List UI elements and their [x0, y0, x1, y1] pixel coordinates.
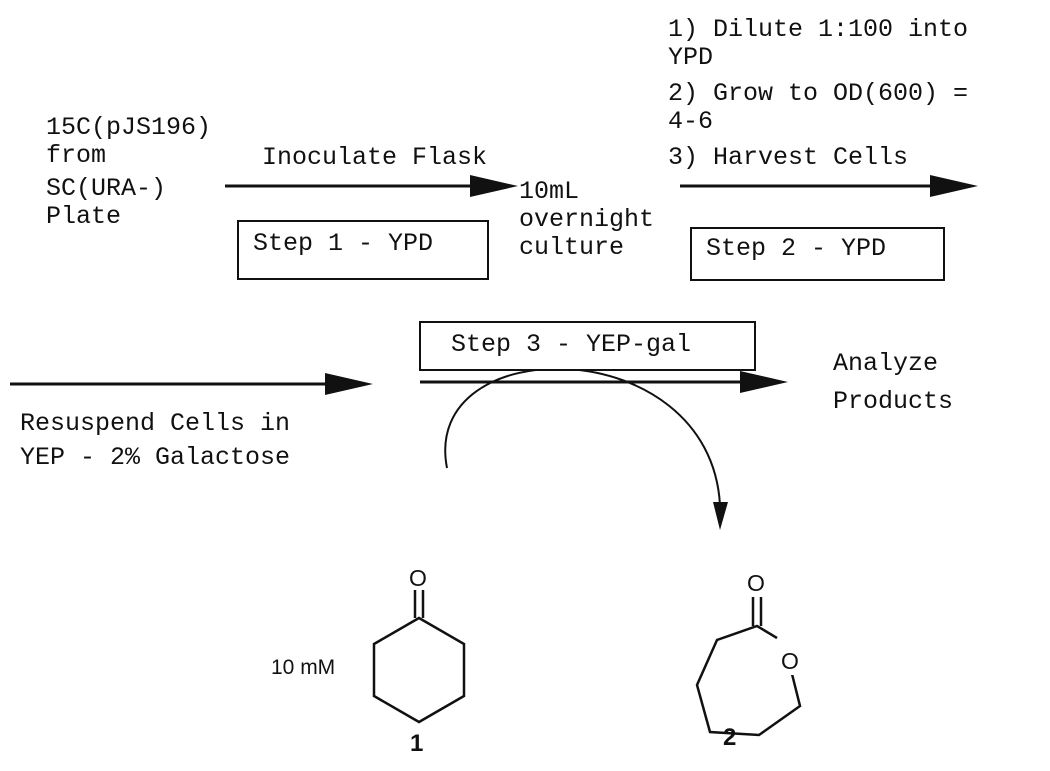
galactose-label: YEP - 2% Galactose	[20, 443, 291, 472]
instruction-grow-od: 4-6	[668, 107, 714, 136]
strain-label: 15C(pJS196)	[46, 113, 212, 142]
instruction-grow: 2) Grow to OD(600) =	[668, 79, 969, 108]
analyze-label: Analyze	[833, 349, 939, 378]
culture-volume-label: 10mL	[519, 177, 580, 206]
carbonyl-oxygen-atom: O	[747, 570, 765, 596]
instruction-harvest: 3) Harvest Cells	[668, 143, 909, 172]
arrow-inoculate	[225, 175, 518, 197]
curved-reaction-arrow	[444, 367, 728, 530]
cyclohexanone-structure	[372, 590, 466, 724]
culture-label: culture	[519, 233, 625, 262]
source-medium-label: SC(URA-)	[46, 174, 167, 203]
caprolactone-structure	[695, 597, 802, 737]
compound-1-number: 1	[410, 730, 424, 757]
arrow-resuspend	[10, 373, 373, 395]
arrow-harvest	[680, 175, 978, 197]
substrate-concentration: 10 mM	[271, 656, 336, 679]
plate-label: Plate	[46, 202, 122, 231]
products-label: Products	[833, 387, 954, 416]
resuspend-label: Resuspend Cells in	[20, 409, 291, 438]
step2-box: Step 2 - YPD	[690, 227, 945, 281]
instruction-dilute: 1) Dilute 1:100 into	[668, 15, 969, 44]
ring-oxygen-atom: O	[781, 647, 799, 675]
ketone-oxygen-atom: O	[409, 565, 427, 591]
from-label: from	[46, 141, 107, 170]
instruction-dilute-medium: YPD	[668, 43, 714, 72]
step1-box: Step 1 - YPD	[237, 220, 489, 280]
overnight-label: overnight	[519, 205, 655, 234]
inoculate-flask-label: Inoculate Flask	[262, 143, 488, 172]
step3-box: Step 3 - YEP-gal	[419, 321, 756, 371]
arrow-step3	[420, 371, 788, 393]
compound-2-number: 2	[723, 724, 737, 751]
